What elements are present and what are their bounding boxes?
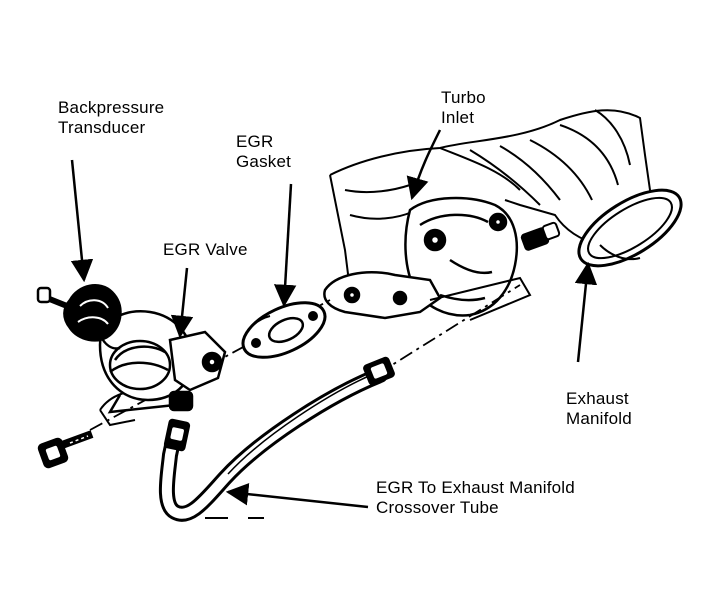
arrow-crossover-tube [225, 482, 369, 509]
arrow-egr-valve [170, 267, 194, 339]
label-egr-valve: EGR Valve [163, 240, 248, 260]
label-turbo-inlet-line1: Turbo [441, 88, 486, 107]
label-crossover-tube-line2: Crossover Tube [376, 498, 499, 517]
arrow-exhaust-manifold [574, 261, 598, 363]
label-egr-gasket-line1: EGR [236, 132, 274, 151]
label-turbo-inlet: Turbo Inlet [441, 88, 486, 128]
egr-mounting-plate [323, 271, 442, 320]
label-crossover-tube: EGR To Exhaust Manifold Crossover Tube [376, 478, 575, 518]
label-exhaust-manifold-line2: Manifold [566, 409, 632, 428]
backpressure-transducer [36, 284, 122, 350]
arrow-backpressure-transducer [70, 159, 94, 283]
label-egr-valve-line1: EGR Valve [163, 240, 248, 259]
mounting-bolt [37, 430, 94, 469]
label-exhaust-manifold-line1: Exhaust [566, 389, 629, 408]
crossover-tube [158, 356, 395, 522]
label-backpressure-transducer-line1: Backpressure [58, 98, 165, 117]
egr-gasket [241, 301, 327, 359]
label-crossover-tube-line1: EGR To Exhaust Manifold [376, 478, 575, 497]
turbo-fitting [520, 221, 561, 251]
exhaust-outlet-flange [577, 188, 683, 268]
egr-valve [98, 310, 227, 414]
label-backpressure-transducer-line2: Transducer [58, 118, 146, 137]
label-turbo-inlet-line2: Inlet [441, 108, 475, 127]
arrow-turbo-inlet [406, 129, 442, 201]
label-backpressure-transducer: Backpressure Transducer [58, 98, 164, 138]
leader-arrows [70, 129, 598, 509]
label-exhaust-manifold: Exhaust Manifold [566, 389, 632, 429]
label-egr-gasket-line2: Gasket [236, 152, 292, 171]
label-egr-gasket: EGR Gasket [236, 132, 291, 172]
arrow-egr-gasket [273, 183, 297, 308]
